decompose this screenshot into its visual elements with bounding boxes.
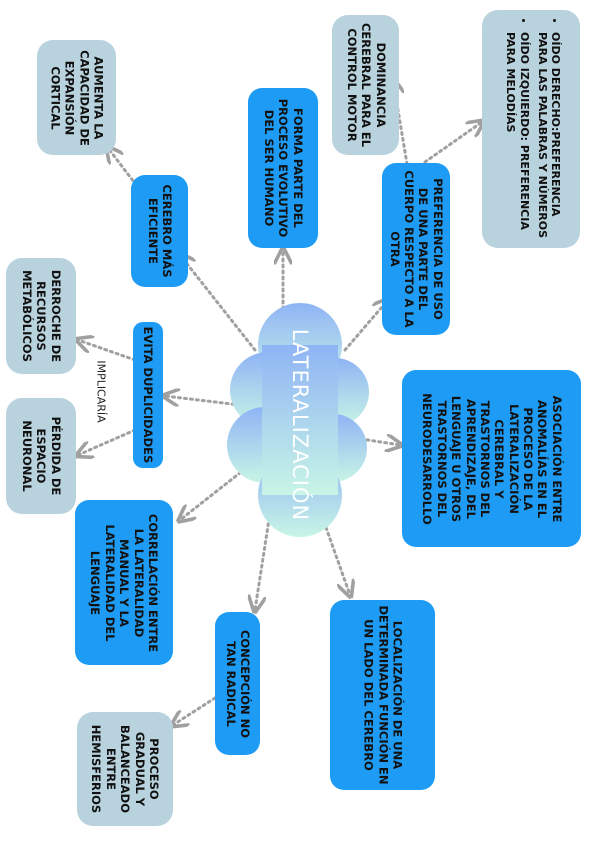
node-localizacion: LOCALIZACIÓN DE UNA DETERMINADA FUNCIÓN … bbox=[330, 600, 435, 790]
node-proceso: PROCESO GRADUAL Y BALANCEADO ENTRE HEMIS… bbox=[77, 712, 173, 826]
node-asociacion-label: ASOCIACIÓN ENTRE ANOMALÍAS EN EL PROCESO… bbox=[420, 392, 564, 525]
node-cerebro-eficiente-label: CEREBRO MÁS EFICIENTE bbox=[145, 184, 174, 278]
node-cerebro-eficiente: CEREBRO MÁS EFICIENTE bbox=[131, 175, 188, 287]
connector-evita bbox=[165, 396, 242, 405]
connector-proceso bbox=[173, 696, 217, 725]
node-forma-parte: FORMA PARTE DEL PROCESO EVOLUTIVO DEL SE… bbox=[248, 88, 318, 248]
node-forma-parte-label: FORMA PARTE DEL PROCESO EVOLUTIVO DEL SE… bbox=[261, 98, 305, 238]
node-evita: EVITA DUPLICIDADES bbox=[133, 322, 163, 468]
connector-localizacion bbox=[316, 503, 350, 595]
node-dominancia: DOMINANCIA CEREBRAL PARA EL CONTROL MOTO… bbox=[332, 15, 399, 155]
node-perdida-label: PÉRDIDA DE ESPACIO NEURONAL bbox=[19, 416, 63, 496]
node-derroche: DERROCHE DE RECURSOS METABÓLICOS bbox=[6, 258, 76, 374]
node-preferencia-label: PREFERENCIA DE USO DE UNA PARTE DEL CUER… bbox=[387, 170, 445, 328]
central-node: LATERALIZACIÓN bbox=[255, 320, 345, 530]
node-perdida: PÉRDIDA DE ESPACIO NEURONAL bbox=[6, 398, 76, 514]
connector-dominancia bbox=[393, 80, 410, 172]
node-dominancia-label: DOMINANCIA CEREBRAL PARA EL CONTROL MOTO… bbox=[344, 22, 388, 148]
node-evita-label: EVITA DUPLICIDADES bbox=[141, 326, 156, 464]
node-correlacion: CORRELACIÓN ENTRE LA LATERALIDAD MANUAL … bbox=[75, 500, 173, 665]
node-localizacion-label: LOCALIZACIÓN DE UNA DETERMINADA FUNCIÓN … bbox=[361, 605, 405, 785]
node-concepcion-label: CONCEPCIÓN NO TAN RADICAL bbox=[223, 629, 252, 738]
node-concepcion: CONCEPCIÓN NO TAN RADICAL bbox=[215, 612, 260, 755]
connector-perdida bbox=[78, 428, 137, 455]
node-oido: OÍDO DERECHO:PREFERENCIA PARA LAS PALABR… bbox=[482, 10, 580, 248]
node-proceso-label: PROCESO GRADUAL Y BALANCEADO ENTRE HEMIS… bbox=[89, 724, 161, 814]
node-derroche-label: DERROCHE DE RECURSOS METABÓLICOS bbox=[19, 269, 63, 363]
node-aumenta: AUMENTA LA CAPACIDAD DE EXPANSIÓN CORTIC… bbox=[37, 40, 116, 155]
node-oido-list: OÍDO DERECHO:PREFERENCIA PARA LAS PALABR… bbox=[485, 16, 577, 242]
connector-correlacion bbox=[180, 463, 252, 520]
oido-izquierdo-item: OÍDO IZQUIERDO: PREFERENCIA PARA MELODÍA… bbox=[504, 32, 531, 242]
oido-derecho-item: OÍDO DERECHO:PREFERENCIA PARA LAS PALABR… bbox=[535, 32, 563, 242]
central-label: LATERALIZACIÓN bbox=[288, 328, 313, 522]
edge-label-implicaria: IMPLICARÍA bbox=[94, 360, 108, 423]
node-preferencia: PREFERENCIA DE USO DE UNA PARTE DEL CUER… bbox=[382, 163, 450, 335]
connector-derroche bbox=[78, 340, 137, 362]
connector-oido bbox=[423, 122, 482, 164]
node-aumenta-label: AUMENTA LA CAPACIDAD DE EXPANSIÓN CORTIC… bbox=[48, 49, 106, 146]
node-asociacion: ASOCIACIÓN ENTRE ANOMALÍAS EN EL PROCESO… bbox=[402, 370, 581, 547]
central-cloud bbox=[227, 303, 369, 537]
node-correlacion-label: CORRELACIÓN ENTRE LA LATERALIDAD MANUAL … bbox=[88, 513, 160, 652]
connector-cerebro-eficiente bbox=[180, 255, 257, 352]
connector-preferencia bbox=[343, 300, 388, 352]
